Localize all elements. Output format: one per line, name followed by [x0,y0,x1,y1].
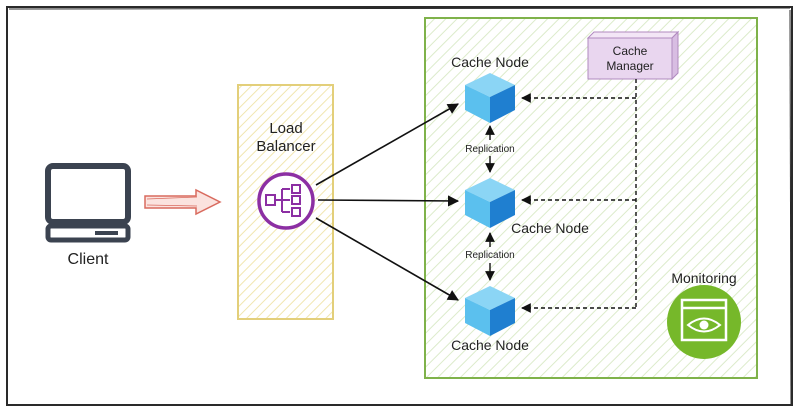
lb-to-node3-arrow [315,217,459,301]
replication-label: Replication [465,250,514,261]
lb-to-node2-arrow [317,195,460,207]
outer-frame [6,6,793,406]
lb-to-node1-arrow [315,103,459,186]
monitoring-label: Monitoring [671,270,736,286]
cache-manager-label-line1: Cache [613,44,648,58]
client-label: Client [68,251,109,268]
monitoring-eye-icon [667,285,741,359]
computer-icon [45,163,131,243]
cache-node-cube-icon [465,286,515,336]
load-balancer-label-line2: Balancer [256,138,315,155]
cache-manager-box [586,30,680,81]
client-request-arrow [144,188,222,216]
cache-node-label: Cache Node [511,220,589,236]
cache-node-label: Cache Node [451,337,529,353]
load-balancer-icon [257,172,315,230]
cache-manager-label-line2: Manager [606,59,653,73]
cache-node-cube-icon [465,178,515,228]
load-balancer-label-line1: Load [269,120,302,137]
replication-label: Replication [465,144,514,155]
cache-node-cube-icon [465,73,515,123]
cache-node-label: Cache Node [451,54,529,70]
